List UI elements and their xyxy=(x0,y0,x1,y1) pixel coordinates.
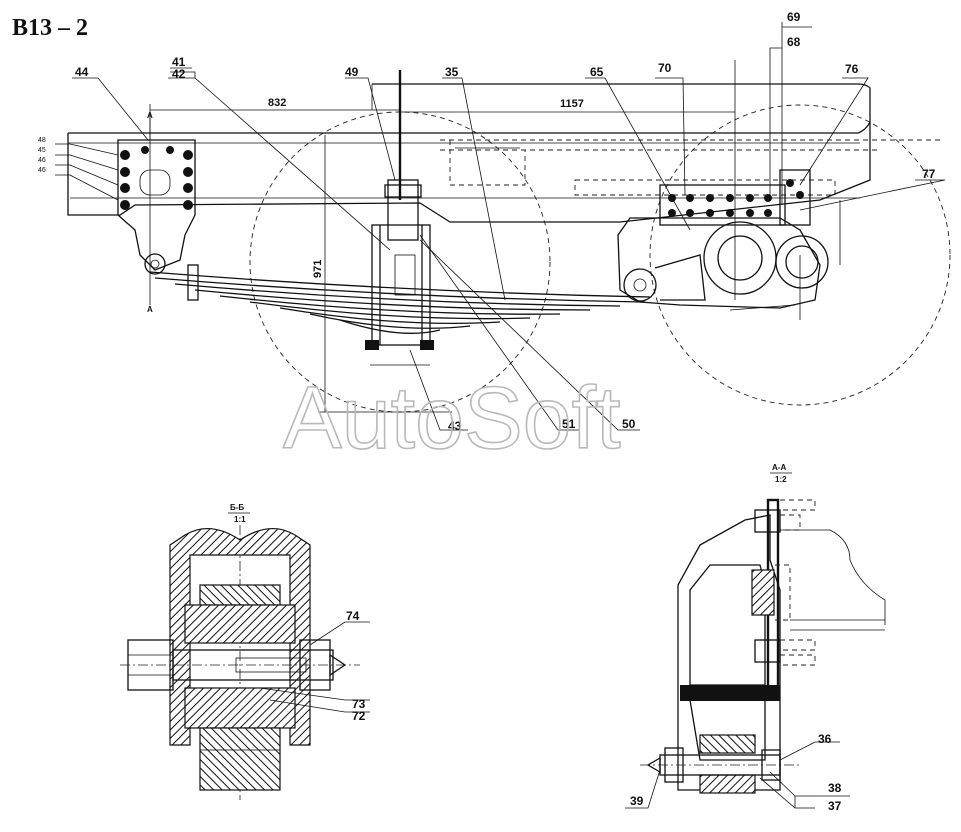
callout-50: 50 xyxy=(622,417,636,431)
section-bb-scale: 1:1 xyxy=(234,515,246,524)
callout-38: 38 xyxy=(828,781,842,795)
callout-69: 69 xyxy=(787,10,801,24)
callout-70: 70 xyxy=(658,61,672,75)
callout-44: 44 xyxy=(75,65,89,79)
callout-76: 76 xyxy=(845,62,859,76)
section-aa-view: A-A 1:2 36 38 37 xyxy=(625,463,886,813)
callout-41: 41 xyxy=(172,55,186,69)
callout-36: 36 xyxy=(818,732,832,746)
front-bracket-bolts xyxy=(120,146,193,210)
callout-46a: 46 xyxy=(38,157,46,164)
watermark: AutoSoft xyxy=(283,368,621,467)
callout-37: 37 xyxy=(828,799,842,813)
callout-35: 35 xyxy=(445,65,459,79)
callout-72: 72 xyxy=(352,709,366,723)
callout-68: 68 xyxy=(787,35,801,49)
section-aa-scale: 1:2 xyxy=(775,475,787,484)
callout-51: 51 xyxy=(562,417,576,431)
callout-65: 65 xyxy=(590,65,604,79)
section-aa-title: A-A xyxy=(772,463,786,472)
callout-46b: 46 xyxy=(38,167,46,174)
main-leader-lines xyxy=(55,22,946,431)
leaf-spring-pack xyxy=(149,264,651,334)
section-mark-a-bottom: A xyxy=(147,305,153,314)
rear-wheel-outline xyxy=(649,104,951,406)
callout-42: 42 xyxy=(172,67,186,81)
callout-43: 43 xyxy=(448,419,462,433)
dimension-832: 832 xyxy=(268,97,286,109)
callout-49: 49 xyxy=(345,65,359,79)
callout-74: 74 xyxy=(346,609,360,623)
callout-39: 39 xyxy=(630,794,644,808)
section-bb-view: Б-Б 1:1 74 73 72 xyxy=(120,503,370,800)
dimension-971: 971 xyxy=(312,260,324,278)
sheet-title: B13 – 2 xyxy=(12,15,88,41)
section-bb-title: Б-Б xyxy=(230,503,244,512)
callout-77: 77 xyxy=(922,167,936,181)
dimension-1157: 1157 xyxy=(560,98,584,110)
u-bolt-clamp xyxy=(365,70,434,366)
callout-73: 73 xyxy=(352,697,366,711)
rear-bracket xyxy=(617,169,841,320)
front-hanger-bracket xyxy=(117,139,196,271)
callout-45: 45 xyxy=(38,147,46,154)
section-mark-a-top: A xyxy=(147,111,153,120)
callout-48: 48 xyxy=(38,137,46,144)
main-assembly-view: 832 1157 971 A A xyxy=(38,10,951,433)
